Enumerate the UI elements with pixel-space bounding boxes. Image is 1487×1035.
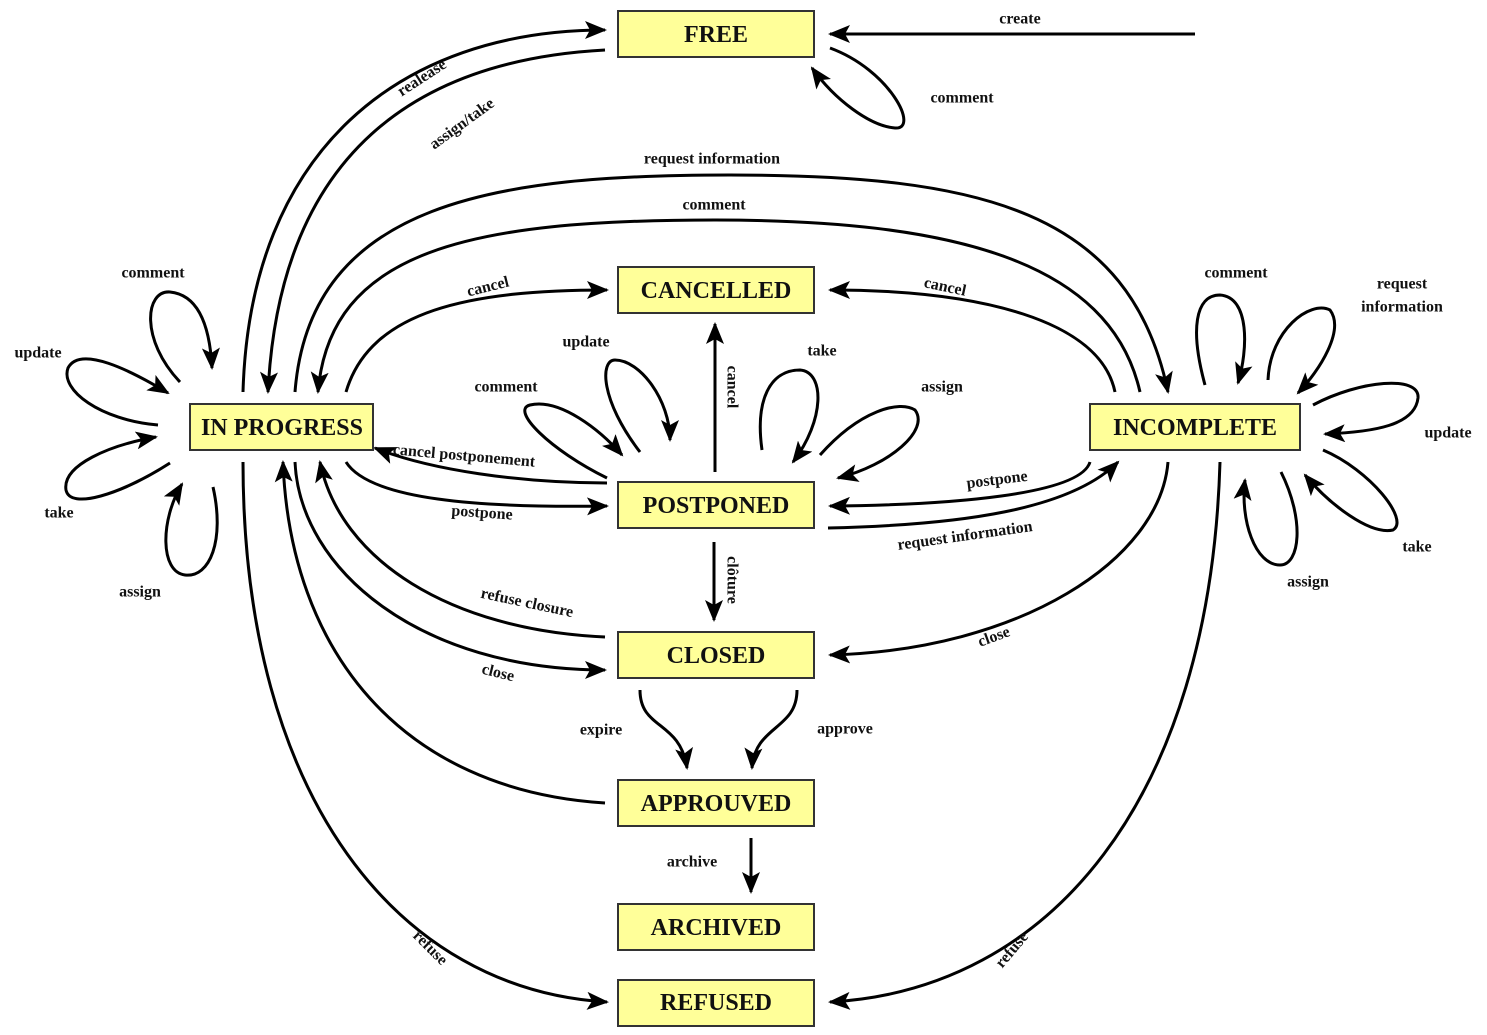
edge-pp-take (758, 368, 820, 464)
edge-close-inc (828, 461, 1170, 664)
label-ip-assign: assign (119, 584, 161, 601)
state-incomplete: INCOMPLETE (1089, 403, 1301, 451)
label-close-inc: close (976, 623, 1013, 650)
label-ip-update: update (14, 345, 61, 362)
state-cancelled: CANCELLED (617, 266, 815, 314)
state-approuved: APPROUVED (617, 779, 815, 827)
label-free-comment: comment (930, 90, 994, 107)
state-label: FREE (684, 22, 748, 48)
state-closed: CLOSED (617, 631, 815, 679)
state-label: POSTPONED (643, 493, 790, 519)
label-inc-request-info-1: request (1377, 276, 1428, 293)
label-inc-comment: comment (1204, 265, 1268, 282)
state-label: REFUSED (660, 990, 772, 1016)
label-archive: archive (667, 854, 717, 871)
label-postpone-inc: postpone (966, 468, 1029, 492)
label-inc-request-info-2: information (1361, 299, 1443, 316)
label-cancel-pp: cancel (724, 366, 741, 409)
label-pp-take: take (807, 343, 836, 360)
edge-ip-comment (149, 290, 220, 384)
label-pp-update: update (562, 334, 609, 351)
edge-refuse-inc (828, 461, 1222, 1010)
state-free: FREE (617, 10, 815, 58)
label-cancel-postponement: cancel postponement (392, 441, 536, 470)
label-pp-assign: assign (921, 379, 963, 396)
label-ip-comment: comment (121, 265, 185, 282)
state-label: APPROUVED (641, 791, 792, 817)
edge-refuse-ip (241, 461, 609, 1010)
label-ip-take: take (44, 505, 73, 522)
label-inc-take: take (1402, 539, 1431, 556)
label-pp-comment: comment (474, 379, 538, 396)
edge-cancel-ip (344, 281, 609, 393)
label-assign-take: assign/take (426, 95, 497, 153)
edge-pp-update (604, 358, 679, 453)
edge-postpone-inc (828, 461, 1092, 515)
edge-approuved-ip (274, 460, 606, 805)
edge-inc-request-info (1266, 306, 1336, 395)
edge-inc-comment (1195, 293, 1253, 386)
edge-assign-take (260, 48, 606, 394)
edge-inc-assign (1233, 471, 1299, 567)
edge-ip-assign (163, 482, 219, 577)
edge-cancel-postponement (373, 446, 608, 485)
label-create: create (999, 11, 1040, 28)
state-refused: REFUSED (617, 979, 815, 1027)
edge-cancel-inc (828, 281, 1117, 393)
edge-ip-take (64, 431, 171, 501)
edge-comment-inc-ip (310, 218, 1142, 394)
edge-pp-assign (818, 405, 920, 482)
state-in-progress: IN PROGRESS (189, 403, 374, 451)
edge-inc-update (1312, 381, 1420, 443)
state-label: CLOSED (667, 643, 766, 669)
edge-close-ip (293, 461, 607, 679)
edge-ip-update (65, 357, 170, 427)
edge-pp-comment (523, 402, 624, 480)
state-archived: ARCHIVED (617, 903, 815, 951)
edge-release (241, 21, 607, 393)
edge-inc-take (1303, 448, 1399, 533)
state-label: CANCELLED (641, 278, 792, 304)
state-label: INCOMPLETE (1113, 415, 1277, 441)
label-release: realease (394, 56, 449, 100)
label-expire: expire (580, 722, 622, 739)
label-close-ip: close (480, 661, 516, 685)
label-inc-update: update (1424, 425, 1471, 442)
label-refuse-closure: refuse closure (479, 585, 575, 621)
edge-refuse-closure (315, 460, 606, 639)
edge-request-info-ip (293, 173, 1173, 394)
edge-approve (744, 689, 799, 770)
state-label: ARCHIVED (651, 915, 782, 941)
edge-expire (638, 689, 694, 770)
label-cloture: clôture (724, 556, 741, 604)
label-comment-inc-ip: comment (682, 197, 746, 214)
label-postpone-ip: postpone (451, 502, 513, 523)
edge-free-comment (810, 46, 906, 130)
label-approve: approve (817, 721, 873, 738)
edge-request-info-pp (827, 460, 1120, 530)
edge-postpone-ip (344, 461, 609, 516)
state-postponed: POSTPONED (617, 481, 815, 529)
label-request-info-ip: request information (644, 151, 780, 168)
label-inc-assign: assign (1287, 574, 1329, 591)
state-label: IN PROGRESS (201, 415, 363, 441)
